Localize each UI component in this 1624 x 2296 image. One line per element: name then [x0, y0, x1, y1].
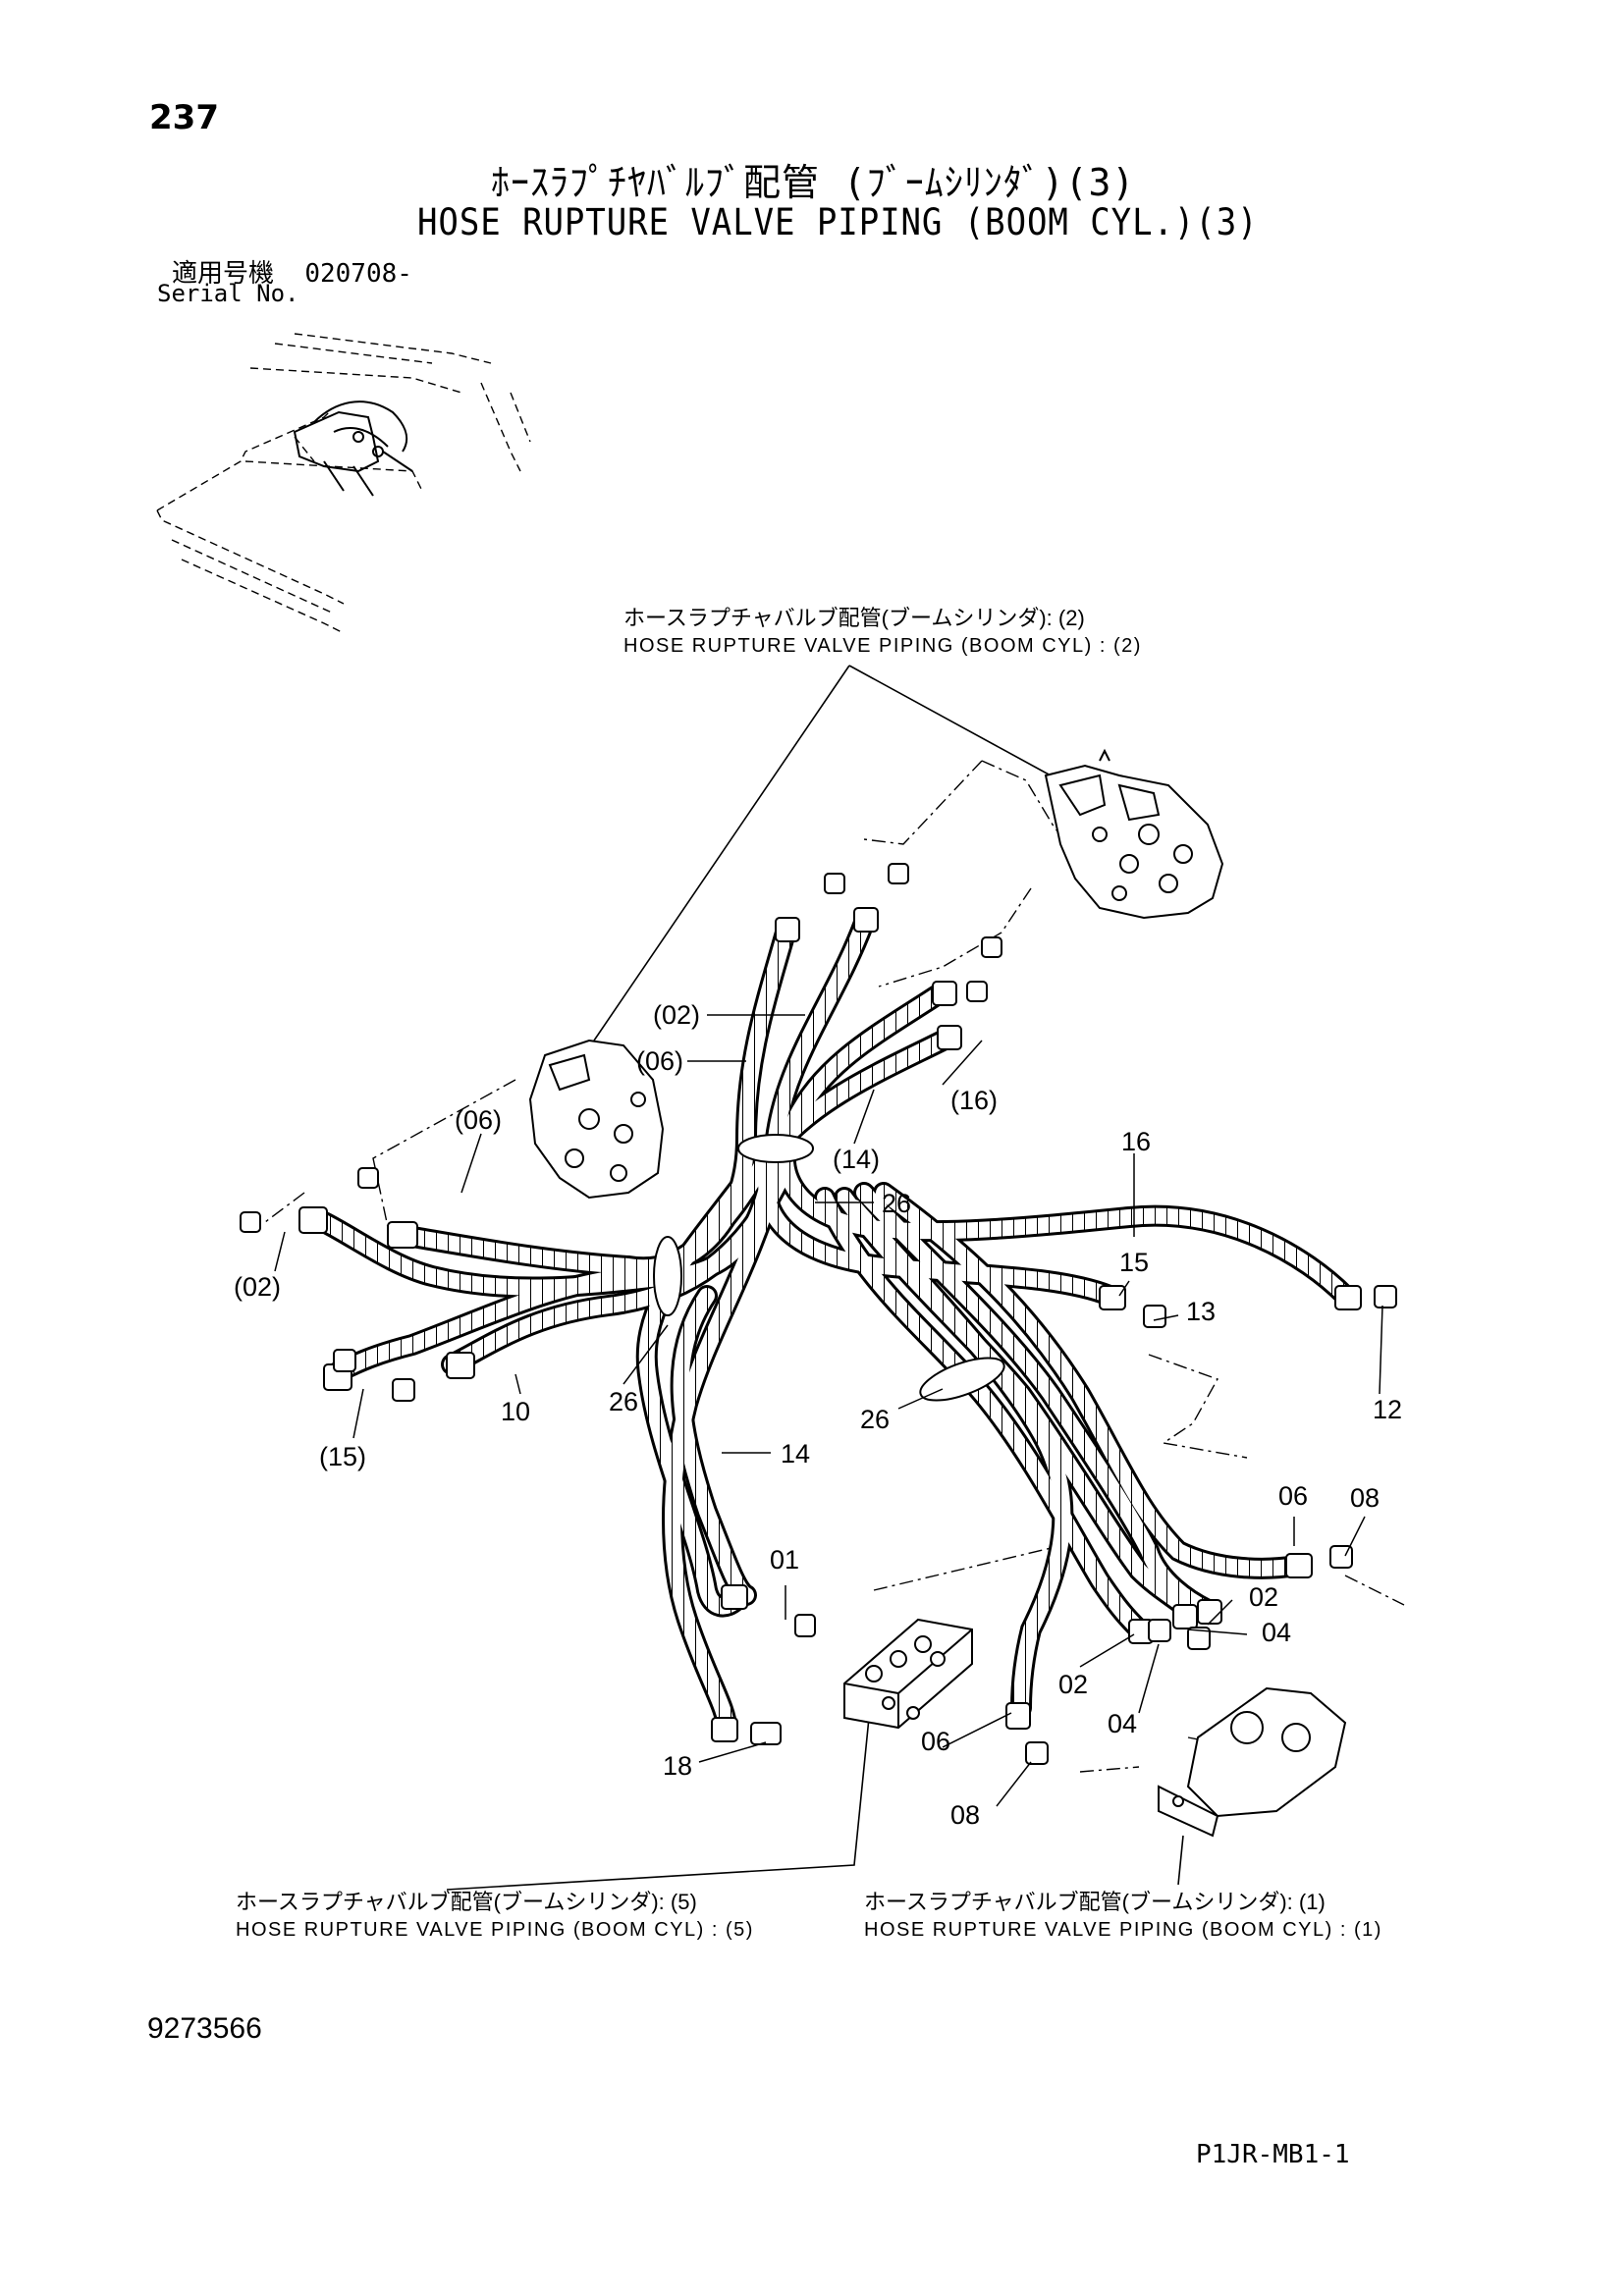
callout-label: 14 — [781, 1439, 810, 1468]
page-number: 237 — [149, 98, 219, 137]
callout-label: 08 — [950, 1800, 980, 1830]
document-number: 9273566 — [147, 2012, 262, 2045]
hose-rupture-valve-lower — [1158, 1686, 1347, 1838]
overview-thumbnail-part — [293, 400, 413, 497]
reference-label-jp-2: ホースラプチャバルブ配管(ブームシリンダ): (2) — [623, 606, 1085, 630]
callout-label: 12 — [1373, 1395, 1402, 1424]
hoses — [313, 912, 1356, 1738]
callout-label: (06) — [455, 1105, 502, 1135]
callout-label: 04 — [1108, 1709, 1137, 1738]
reference-label-en-1: HOSE RUPTURE VALVE PIPING (BOOM CYL) : (… — [864, 1919, 1382, 1941]
callout-label: 02 — [1249, 1582, 1278, 1612]
callout-label: (02) — [234, 1272, 281, 1302]
callout-leaders — [274, 1014, 1383, 1807]
callout-label: (02) — [653, 1000, 700, 1030]
callout-label: 16 — [1121, 1127, 1151, 1156]
overview-thumbnail — [156, 333, 531, 634]
callout-label: 26 — [609, 1387, 638, 1416]
serial-label-jp-text: 適用号機 — [172, 259, 275, 289]
callout-label: (06) — [636, 1046, 683, 1076]
callout-label: 06 — [921, 1727, 950, 1756]
page-title-english: HOSE RUPTURE VALVE PIPING (BOOM CYL.)(3) — [417, 201, 1259, 243]
callout-label: (14) — [833, 1145, 880, 1174]
callout-label: 10 — [501, 1397, 530, 1426]
callout-label: 02 — [1058, 1670, 1088, 1699]
page-code: P1JR-MB1-1 — [1196, 2140, 1350, 2169]
callout-label: 04 — [1262, 1618, 1291, 1647]
reference-leader-lines — [446, 665, 1184, 1891]
callout-label: 18 — [663, 1751, 692, 1781]
callout-label: 06 — [1278, 1481, 1308, 1511]
page-title-japanese: ﾎｰｽﾗﾌﾟﾁﾔﾊﾞﾙﾌﾞ配管 (ﾌﾞｰﾑｼﾘﾝﾀﾞ)(3) — [491, 161, 1136, 204]
callout-label: (16) — [950, 1086, 998, 1115]
callout-label: 26 — [860, 1405, 890, 1434]
serial-label-english: Serial No. — [157, 280, 299, 307]
callout-label: 01 — [770, 1545, 799, 1575]
hose-rupture-valve-left — [528, 1039, 665, 1200]
manifold-block — [843, 1618, 973, 1730]
serial-label-japanese: 適用号機 020708- — [172, 253, 412, 290]
callout-label: 08 — [1350, 1483, 1380, 1513]
reference-label-jp-1: ホースラプチャバルブ配管(ブームシリンダ): (1) — [864, 1890, 1326, 1914]
callout-label: (15) — [319, 1442, 366, 1471]
reference-label-en-2: HOSE RUPTURE VALVE PIPING (BOOM CYL) : (… — [623, 635, 1142, 657]
hose-rupture-valve-upper — [1044, 748, 1224, 920]
reference-label-jp-5: ホースラプチャバルブ配管(ブームシリンダ): (5) — [236, 1890, 697, 1914]
phantom-lines — [264, 760, 1405, 1773]
callout-label: 15 — [1119, 1248, 1149, 1277]
reference-label-en-5: HOSE RUPTURE VALVE PIPING (BOOM CYL) : (… — [236, 1919, 754, 1941]
callout-label: 26 — [882, 1189, 911, 1218]
callout-labels: (02) (06) (06) (16) (14) 16 26 (02) 15 1… — [234, 1000, 1402, 1830]
callout-label: 13 — [1186, 1297, 1216, 1326]
serial-number-value: 020708- — [304, 259, 412, 289]
